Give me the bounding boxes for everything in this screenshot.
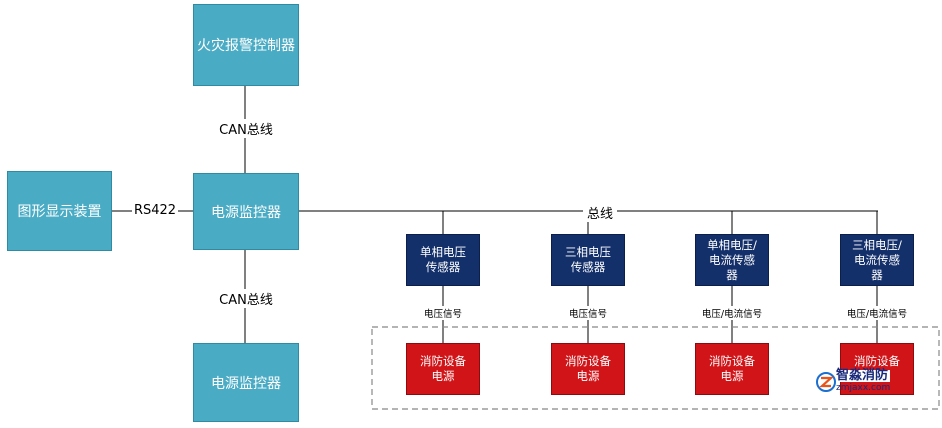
fire-alarm-controller-label: 火灾报警控制器 xyxy=(197,38,295,54)
device-group-border xyxy=(371,326,940,410)
device-2-line2: 电源 xyxy=(576,369,600,383)
sensor-1-line1: 单相电压 xyxy=(420,245,466,259)
can-bus-top-label: CAN总线 xyxy=(216,119,276,138)
device-2-line1: 消防设备 xyxy=(565,354,611,368)
sensor-box-2: 三相电压 传感器 xyxy=(551,234,625,286)
device-box-3: 消防设备 电源 xyxy=(695,343,769,395)
graphic-display-label: 图形显示装置 xyxy=(17,204,102,220)
signal-label-2: 电压信号 xyxy=(558,306,618,320)
sensor-2-line1: 三相电压 xyxy=(565,245,611,259)
fire-alarm-controller-box: 火灾报警控制器 xyxy=(193,4,299,86)
device-box-4: 消防设备 电源 xyxy=(840,343,914,395)
sensor-4-line3: 器 xyxy=(871,267,883,282)
bus-label: 总线 xyxy=(583,203,617,222)
watermark-name: 智淼消防 xyxy=(836,369,891,382)
power-monitor-sub-box: 电源监控器 xyxy=(193,343,299,422)
signal-label-4: 电压/电流信号 xyxy=(837,306,917,320)
device-1-line2: 电源 xyxy=(431,369,455,383)
watermark: 智淼消防 zmjaxx.com xyxy=(816,369,891,394)
sensor-3-line2: 电流传感 xyxy=(709,252,755,267)
power-monitor-sub-label: 电源监控器 xyxy=(211,375,281,392)
device-1-line1: 消防设备 xyxy=(420,354,466,368)
power-monitor-main-box: 电源监控器 xyxy=(193,173,299,250)
device-4-line1: 消防设备 xyxy=(854,354,900,368)
sensor-4-line2: 电流传感 xyxy=(854,252,900,267)
sensor-3-line1: 单相电压/ xyxy=(707,237,757,252)
sensor-4-line1: 三相电压/ xyxy=(852,237,902,252)
signal-label-1: 电压信号 xyxy=(413,306,473,320)
graphic-display-box: 图形显示装置 xyxy=(7,171,112,251)
sensor-3-line3: 器 xyxy=(726,267,738,282)
sensor-2-line2: 传感器 xyxy=(570,260,606,274)
watermark-url: zmjaxx.com xyxy=(836,383,891,393)
can-bus-bottom-label: CAN总线 xyxy=(216,289,276,308)
sensor-box-3: 单相电压/ 电流传感 器 xyxy=(695,234,769,286)
rs422-label: RS422 xyxy=(132,203,178,218)
sensor-1-line2: 传感器 xyxy=(425,260,461,274)
device-box-2: 消防设备 电源 xyxy=(551,343,625,395)
watermark-logo-icon xyxy=(816,372,836,392)
sensor-box-4: 三相电压/ 电流传感 器 xyxy=(840,234,914,286)
signal-label-3: 电压/电流信号 xyxy=(692,306,772,320)
device-3-line2: 电源 xyxy=(720,369,744,383)
device-box-1: 消防设备 电源 xyxy=(406,343,480,395)
sensor-box-1: 单相电压 传感器 xyxy=(406,234,480,286)
device-3-line1: 消防设备 xyxy=(709,354,755,368)
power-monitor-main-label: 电源监控器 xyxy=(211,204,281,221)
